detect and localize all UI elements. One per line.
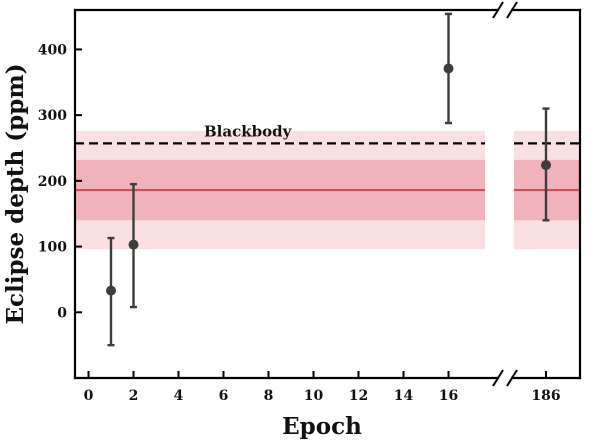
data-points (106, 12, 551, 347)
x-tick-label-0-0: 0 (84, 388, 94, 404)
x-tick-label-0-7: 14 (394, 388, 414, 404)
break-mark-right-bottom (506, 369, 518, 387)
y-tick-label-0: 0 (57, 305, 67, 321)
y-tick-label-3: 300 (38, 108, 67, 124)
break-mark-left-bottom (492, 369, 504, 387)
x-tick-label-0-3: 6 (219, 388, 229, 404)
x-tick-label-0-5: 10 (304, 388, 324, 404)
reference-line-label: Blackbody (204, 122, 293, 140)
x-axis-title: Epoch (282, 413, 362, 440)
y-tick-label-4: 400 (38, 42, 67, 58)
data-point-2 (443, 63, 454, 74)
x-tick-label-0-6: 12 (349, 388, 368, 404)
x-tick-label-0-2: 4 (174, 388, 184, 404)
data-point-1 (128, 239, 139, 250)
x-tick-label-0-4: 8 (264, 388, 274, 404)
axes (73, 1, 582, 387)
tick-labels: 0 100 200 300 400 0 2 4 6 8 10 12 14 16 186 (38, 42, 561, 404)
data-point-0 (106, 285, 116, 296)
x-tick-label-0-1: 2 (129, 388, 139, 404)
y-tick-label-2: 200 (38, 174, 67, 190)
break-mark-right-top (506, 1, 518, 19)
y-tick-label-1: 100 (38, 240, 67, 256)
data-point-3 (541, 160, 551, 171)
break-mark-left-top (492, 1, 504, 19)
y-axis-title: Eclipse depth (ppm) (2, 63, 29, 324)
x-tick-label-1-0: 186 (531, 388, 560, 404)
x-tick-label-0-8: 16 (439, 388, 458, 404)
